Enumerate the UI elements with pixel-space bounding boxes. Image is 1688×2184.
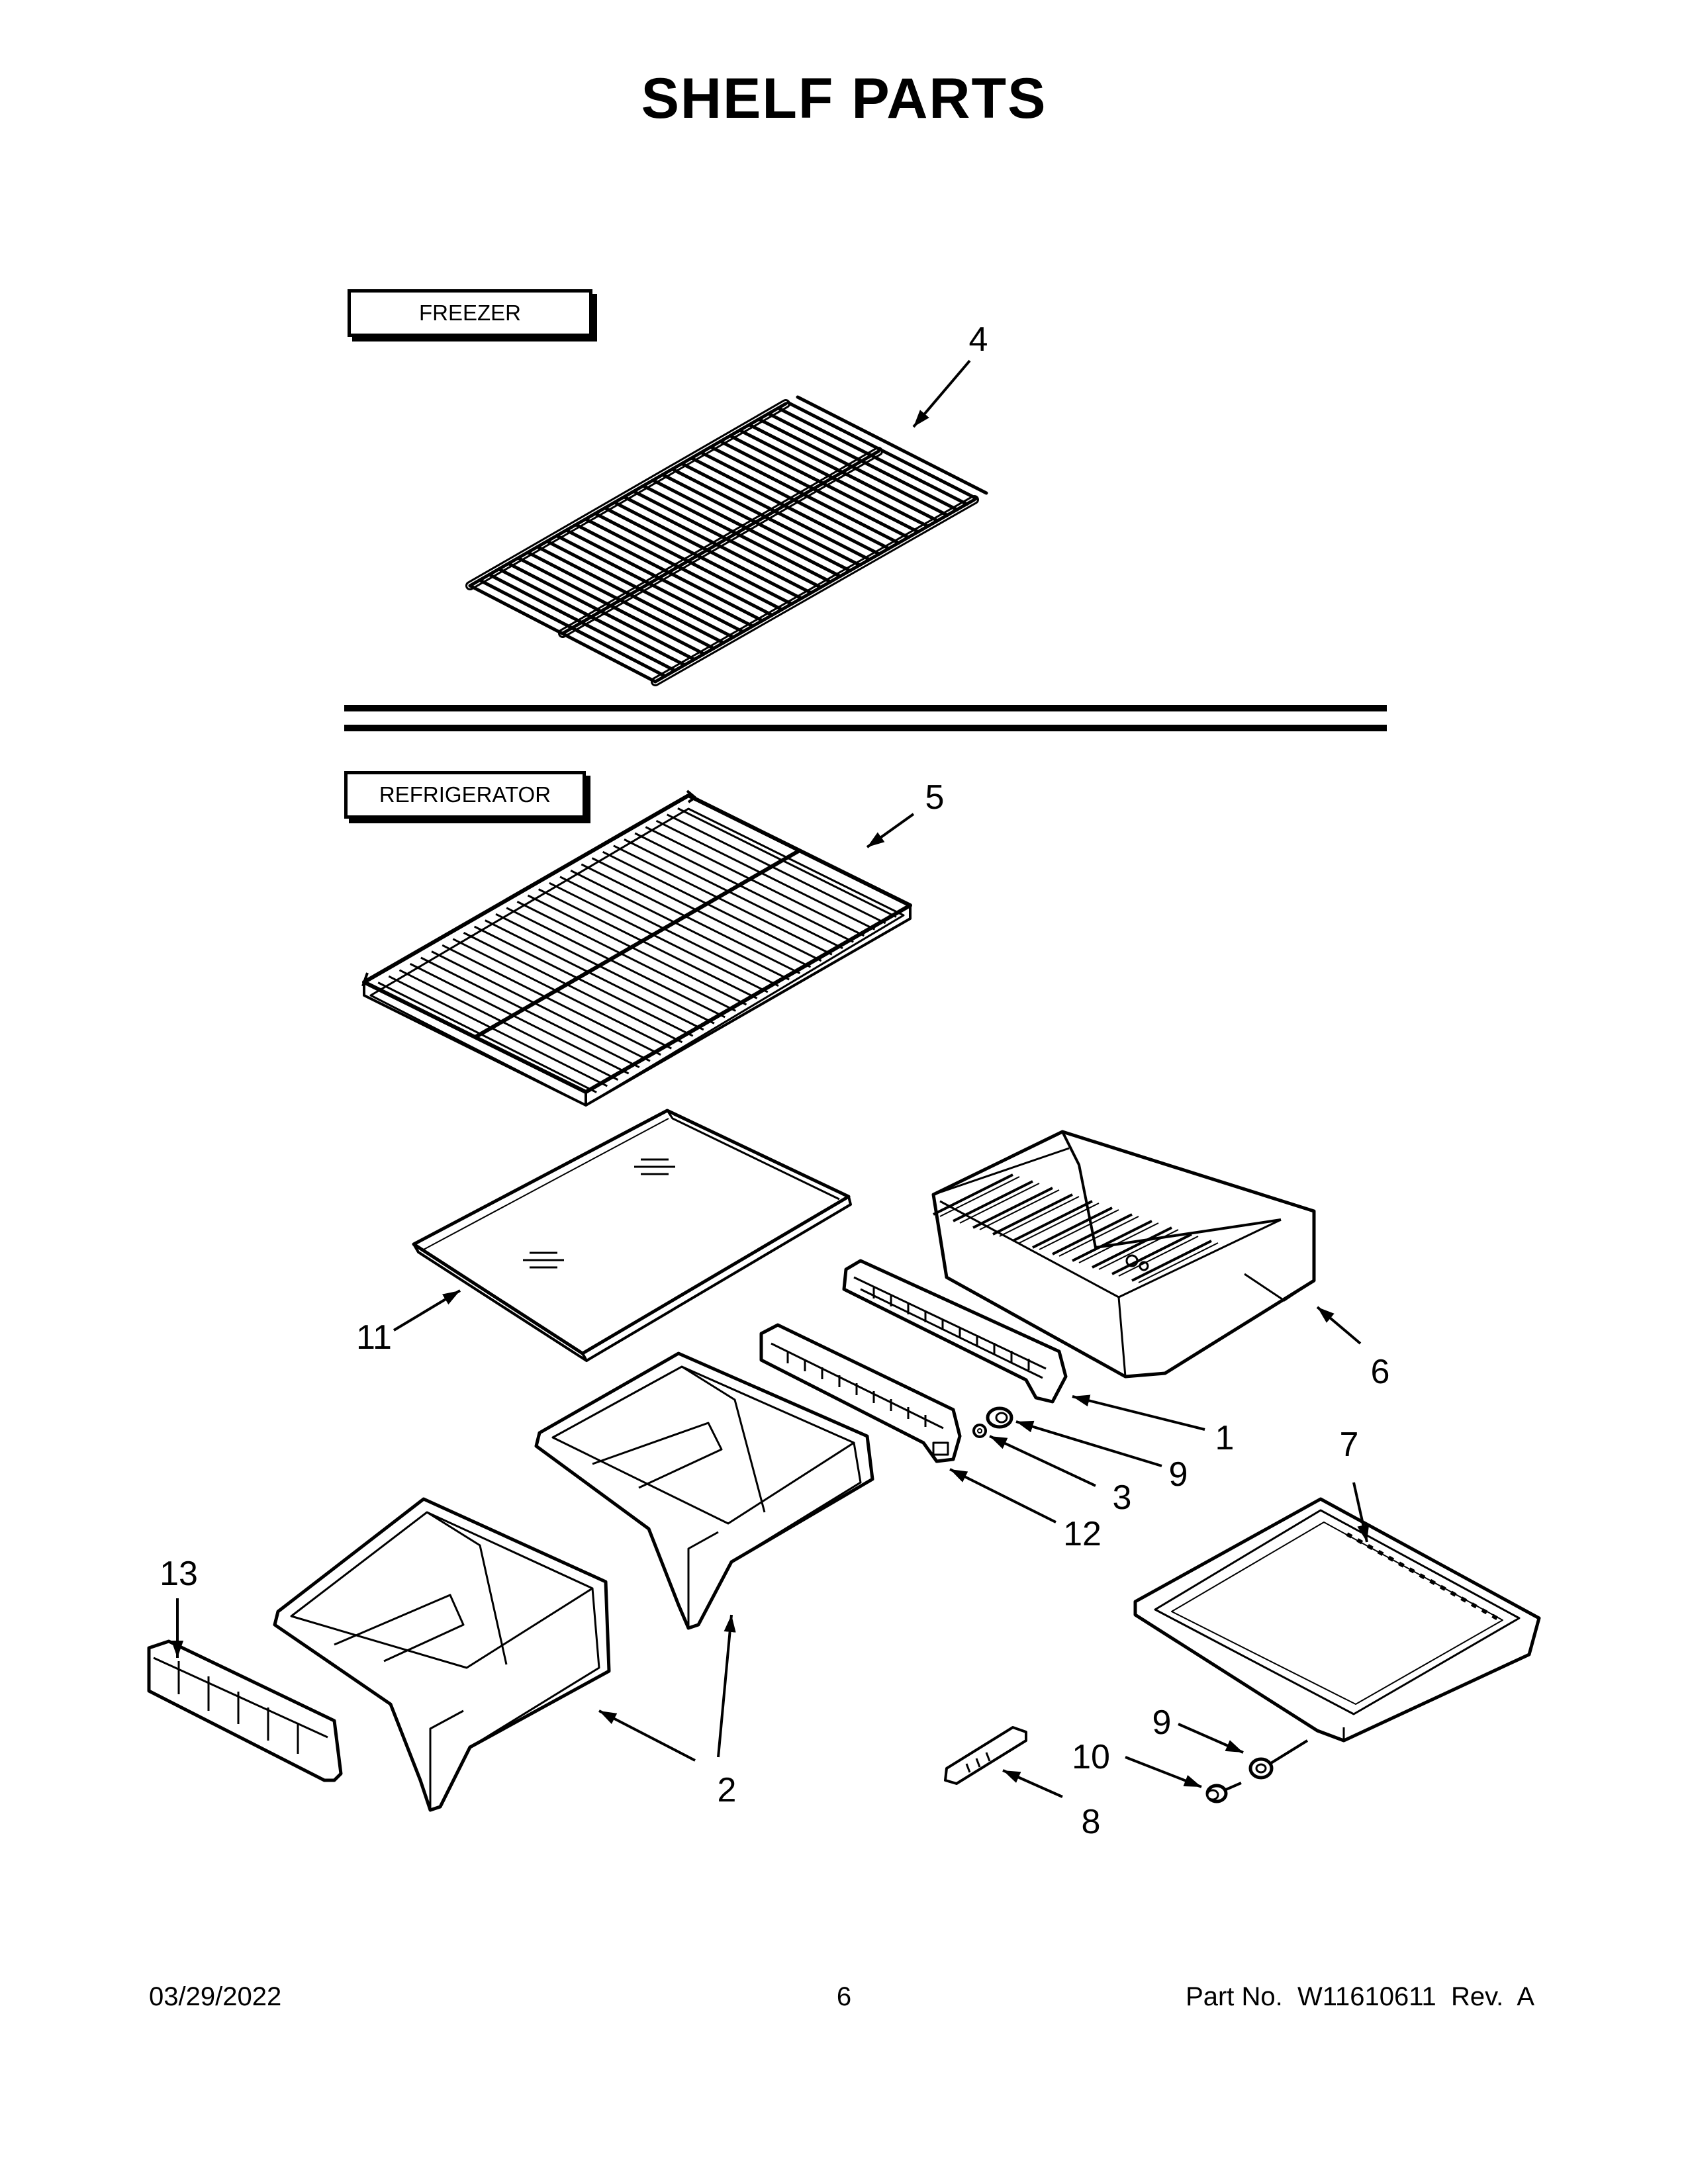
part-2-crisper-drawer-left (273, 1497, 611, 1812)
part-5-refrigerator-wire-shelf (361, 790, 912, 1107)
callout-9-lower: 9 (1152, 1704, 1172, 1742)
part-6-pan (931, 1130, 1316, 1379)
callout-4: 4 (969, 320, 988, 359)
footer-page-number: 6 (836, 1982, 852, 2011)
callout-13: 13 (160, 1555, 198, 1593)
refrigerator-label-text: REFRIGERATOR (379, 782, 551, 807)
callout-labels: 4 5 11 6 1 9 3 12 7 13 2 9 10 8 (160, 320, 1389, 1841)
callout-2: 2 (718, 1771, 737, 1809)
part-13-crisper-control (147, 1639, 343, 1782)
callout-7: 7 (1340, 1426, 1359, 1464)
callout-10: 10 (1072, 1738, 1110, 1776)
callout-8: 8 (1082, 1803, 1101, 1841)
page-title: SHELF PARTS (641, 67, 1047, 130)
footer-part-number: Part No. W11610611 Rev. A (1186, 1982, 1534, 2011)
freezer-section-label: FREEZER (348, 289, 592, 337)
callout-11: 11 (356, 1318, 392, 1357)
callout-5: 5 (925, 778, 945, 817)
part-9-spacer-lower (1248, 1739, 1309, 1780)
section-divider (344, 705, 1387, 731)
footer-date: 03/29/2022 (149, 1982, 282, 2011)
callout-12: 12 (1063, 1515, 1102, 1553)
part-2-crisper-drawer-right (534, 1351, 874, 1630)
callout-6: 6 (1371, 1353, 1390, 1391)
leader-arrows (171, 359, 1370, 1798)
refrigerator-section-label: REFRIGERATOR (344, 771, 586, 819)
part-1-rail (842, 1259, 1068, 1404)
callout-1: 1 (1215, 1419, 1235, 1457)
freezer-label-text: FREEZER (418, 300, 521, 325)
part-8-slider (944, 1726, 1027, 1785)
part-7-cover (1133, 1497, 1541, 1743)
part-10-screw (1205, 1782, 1242, 1803)
part-11-glass-shelf (412, 1109, 852, 1362)
callout-3: 3 (1113, 1479, 1132, 1517)
part-9-spacer-upper (986, 1406, 1013, 1429)
part-3-screw (972, 1424, 987, 1438)
part-12-rail (759, 1323, 962, 1463)
callout-9-upper: 9 (1169, 1455, 1188, 1494)
part-4-freezer-wire-shelf (465, 395, 988, 686)
